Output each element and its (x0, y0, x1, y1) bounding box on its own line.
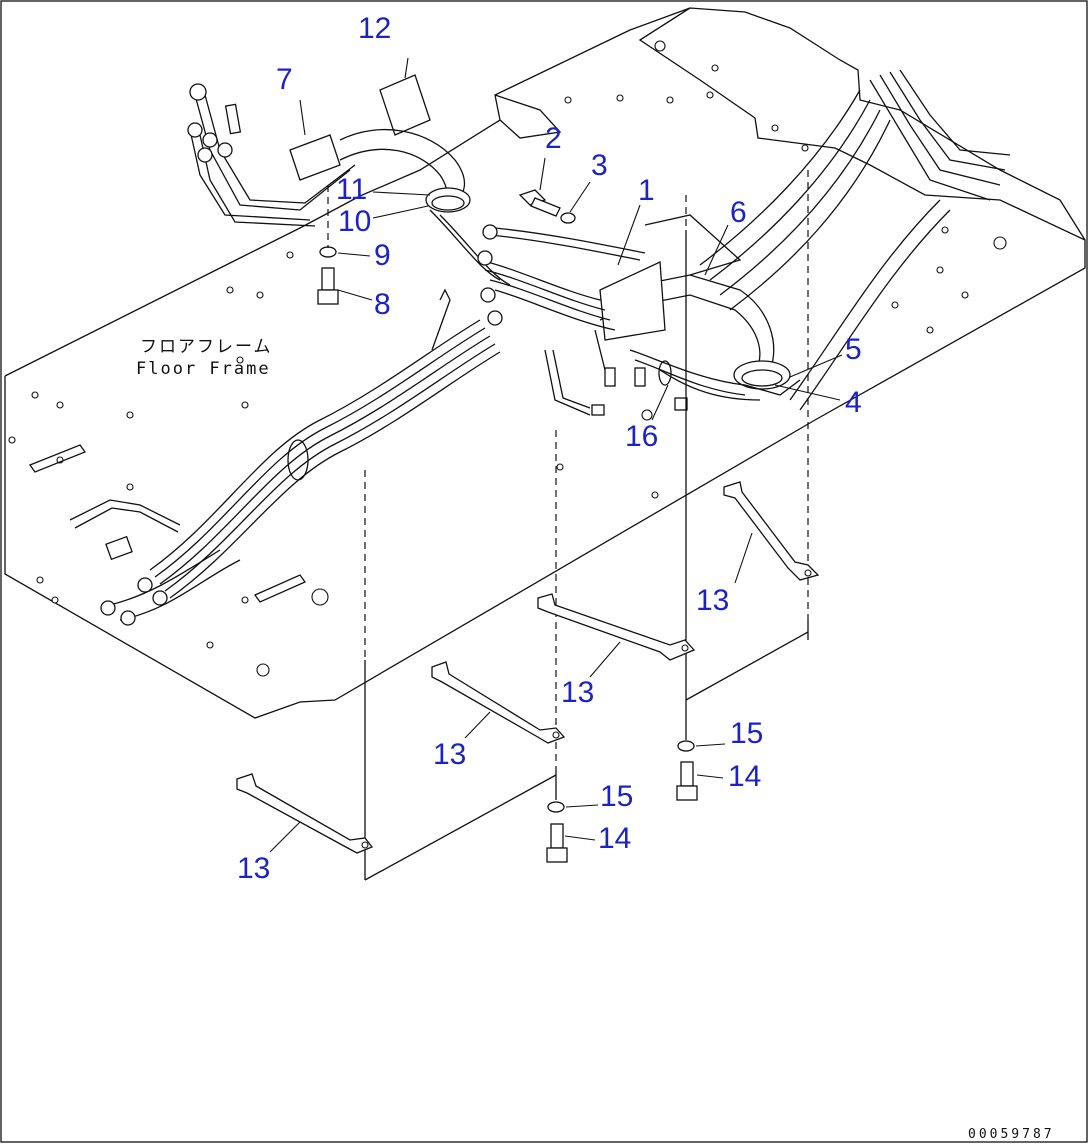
callout-12: 12 (358, 12, 392, 45)
hose-group-center (431, 224, 761, 416)
drawing-reference-code: 00059787 (968, 1127, 1055, 1142)
callout-15-center: 15 (600, 780, 634, 813)
callout-1: 1 (638, 174, 655, 207)
callout-15-right: 15 (730, 717, 764, 750)
callout-10: 10 (338, 205, 372, 238)
hose-group-upper-left (187, 74, 431, 227)
callout-5: 5 (845, 333, 862, 366)
hose-bundle (69, 319, 501, 626)
washer-15-right (677, 740, 695, 752)
bracket-13-center-top (537, 593, 696, 661)
floor-frame-plate (4, 7, 1086, 719)
bolt-8 (317, 267, 339, 305)
callout-3: 3 (591, 149, 608, 182)
callout-6: 6 (730, 196, 747, 229)
callout-13-right: 13 (696, 584, 730, 617)
washer-3 (560, 212, 576, 224)
assembly-dash-lines (327, 170, 809, 770)
washer-9 (319, 246, 337, 258)
callout-8: 8 (374, 288, 391, 321)
floor-frame-label-en: Floor Frame (136, 359, 271, 379)
callout-11: 11 (336, 173, 368, 206)
callout-13-center: 13 (433, 738, 467, 771)
plate-holes (8, 40, 1007, 677)
floor-frame-label-jp: フロアフレーム (140, 337, 273, 357)
bracket-13-right (723, 481, 820, 581)
bolt-14-right (676, 761, 698, 801)
bracket-13-center (431, 661, 566, 744)
pipe-assembly-center (339, 128, 801, 396)
callout-14-center: 14 (598, 822, 632, 855)
bolt-2 (518, 189, 561, 217)
callout-9: 9 (374, 239, 391, 272)
bracket-13-left (236, 773, 374, 854)
bolt-14-center (546, 823, 568, 863)
leader-lines (269, 57, 843, 853)
callout-16: 16 (625, 420, 659, 453)
callout-7: 7 (276, 63, 293, 96)
callout-13-left: 13 (237, 852, 271, 885)
callout-14-right: 14 (728, 760, 762, 793)
callout-4: 4 (845, 386, 862, 419)
plate-slots (28, 444, 306, 603)
washer-15-center (547, 801, 565, 813)
callout-2: 2 (545, 122, 562, 155)
callout-13-center-top: 13 (561, 676, 595, 709)
